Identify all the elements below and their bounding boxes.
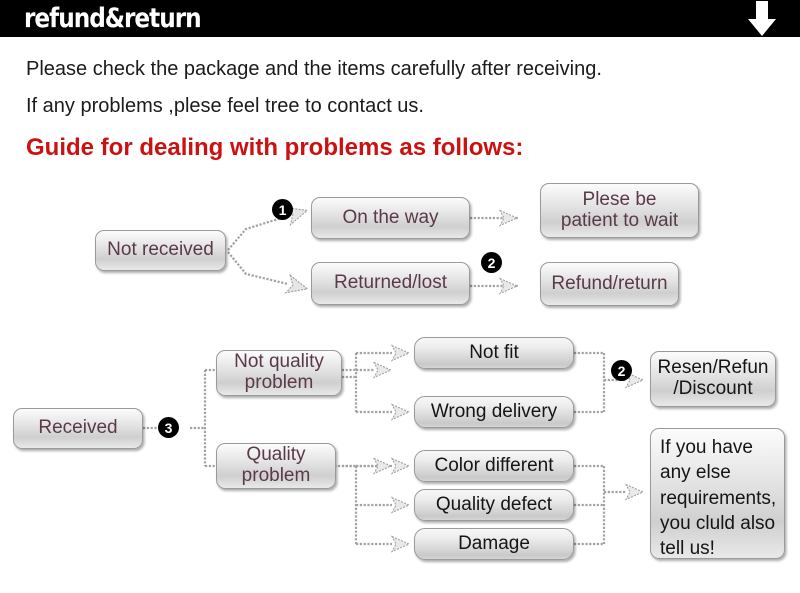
- box-returned-lost[interactable]: Returned/lost: [311, 262, 470, 305]
- box-line: Not quality: [234, 351, 324, 373]
- box-received[interactable]: Received: [13, 408, 143, 449]
- box-line: If you have: [660, 437, 753, 458]
- box-line: problem: [244, 372, 314, 393]
- box-damage[interactable]: Damage: [414, 528, 574, 560]
- badge-3: 3: [158, 417, 179, 438]
- intro-line-1: Please check the package and the items c…: [26, 58, 602, 80]
- box-line: any else: [660, 462, 731, 484]
- box-plese-be-patient[interactable]: Plese be patient to wait: [540, 183, 699, 238]
- box-line: tell us!: [660, 538, 715, 560]
- badge-2-lower: 2: [611, 360, 632, 381]
- box-wrong-delivery[interactable]: Wrong delivery: [414, 396, 574, 428]
- box-line: Quality: [246, 444, 306, 466]
- box-line: problem: [241, 465, 311, 486]
- guide-heading: Guide for dealing with problems as follo…: [26, 134, 524, 161]
- page-title: refund&return: [24, 3, 202, 34]
- box-not-fit[interactable]: Not fit: [414, 337, 574, 369]
- badge-1: 1: [272, 199, 293, 220]
- box-line: Plese be: [582, 188, 657, 210]
- box-line: patient to wait: [560, 209, 679, 231]
- box-refund-return[interactable]: Refund/return: [540, 262, 679, 306]
- box-line: you cluld also: [660, 512, 776, 534]
- box-resen-refund-discount[interactable]: Resen/Refun /Discount: [650, 351, 776, 407]
- box-color-different[interactable]: Color different: [414, 450, 574, 482]
- box-line: Resen/Refun: [657, 357, 769, 379]
- box-line: /Discount: [673, 378, 753, 399]
- box-not-received[interactable]: Not received: [95, 230, 226, 271]
- box-quality-defect[interactable]: Quality defect: [414, 489, 574, 521]
- box-line: requirements,: [660, 487, 777, 509]
- box-any-else-requirements[interactable]: If you have any else requirements, you c…: [650, 428, 785, 559]
- box-quality-problem[interactable]: Quality problem: [216, 443, 336, 489]
- down-arrow-icon: [748, 1, 776, 36]
- badge-2-upper: 2: [481, 252, 502, 273]
- header-bar: refund&return: [0, 0, 800, 37]
- box-not-quality-problem[interactable]: Not quality problem: [216, 350, 342, 396]
- intro-line-2: If any problems ,plese feel tree to cont…: [26, 95, 424, 117]
- box-on-the-way[interactable]: On the way: [311, 197, 470, 239]
